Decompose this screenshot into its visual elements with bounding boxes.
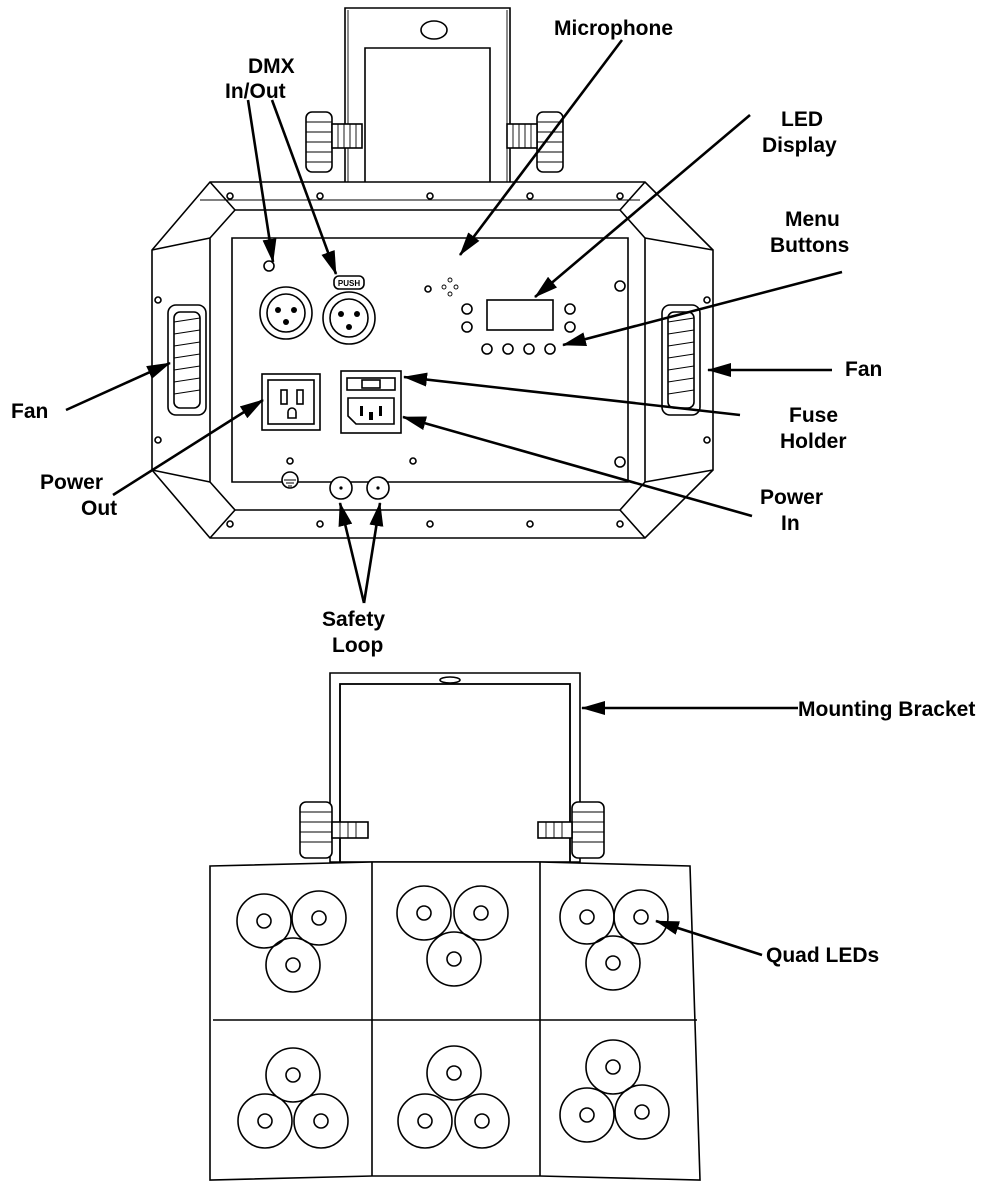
label-quad-leds: Quad LEDs [766,944,879,967]
callout-labels: Microphone DMX In/Out LED Display Menu B… [11,17,975,967]
front-view [209,672,701,1181]
push-tab-label: PUSH [338,279,360,288]
front-knob-left [299,801,369,859]
arrow-fuse-holder [403,372,741,417]
dmx-in-connector [259,260,313,340]
rear-knob-right [506,111,564,173]
front-knob-right [537,801,605,859]
label-fuse-holder-line2: Holder [780,430,847,453]
label-menu-buttons-line1: Menu [785,208,840,231]
rear-housing [151,181,714,539]
arrow-safety-loop-left [338,502,366,604]
label-dmx-line2: In/Out [225,80,286,103]
label-power-out-line2: Out [81,497,117,520]
label-fan-left: Fan [11,400,48,423]
arrow-led-display [534,114,751,298]
arrow-dmx-in [246,99,277,263]
ground-terminal [281,457,299,489]
arrow-menu-buttons [562,270,843,347]
rear-knob-left [305,111,363,173]
label-microphone: Microphone [554,17,673,40]
label-safety-loop-line2: Loop [332,634,383,657]
label-dmx-line1: DMX [248,55,295,78]
dmx-out-connector: PUSH [322,275,376,345]
led-display [486,299,554,331]
safety-loop-holes [329,476,390,500]
label-fan-right: Fan [845,358,882,381]
callout-arrows [65,39,843,957]
power-in-inlet [340,370,402,434]
microphone-holes [424,277,459,297]
arrow-microphone [458,39,624,256]
quad-led-cluster [236,885,670,1149]
menu-buttons [461,303,576,355]
label-led-display-line2: Display [762,134,837,157]
arrow-power-in [402,415,753,518]
arrow-fan-left [65,361,171,412]
label-led-display-line1: LED [781,108,823,131]
power-out-outlet [261,373,321,431]
arrow-quad-leds [655,919,763,957]
rear-view: PUSH [151,7,714,539]
label-menu-buttons-line2: Buttons [770,234,849,257]
label-power-in-line1: Power [760,486,823,509]
arrow-dmx-out [270,99,338,275]
rear-fan-right [661,304,701,416]
arrow-power-out [112,398,264,497]
arrow-safety-loop-right [362,502,384,604]
label-mounting-bracket: Mounting Bracket [798,698,975,721]
label-power-out-line1: Power [40,471,103,494]
label-safety-loop-line1: Safety [322,608,385,631]
rear-mounting-yoke [344,7,511,211]
label-power-in-line2: In [781,512,800,535]
label-fuse-holder-line1: Fuse [789,404,838,427]
rear-fan-left [167,304,207,416]
